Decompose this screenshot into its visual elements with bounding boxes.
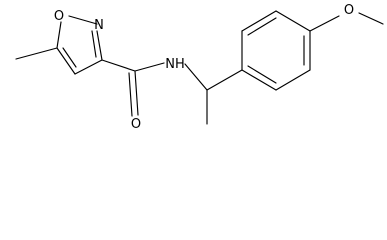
bond-ch-aryl — [206, 69, 243, 91]
bond-ring-n-c3-inner — [91, 30, 97, 58]
structure-diagram: O N NH O O — [15, 3, 384, 132]
bond-ar-c2-c3 — [241, 10, 277, 32]
bond-n-ch — [184, 63, 208, 91]
bond-carbonyl-o-double — [128, 72, 133, 117]
bond-c3-carbonyl — [101, 59, 136, 72]
bond-ar-c6-c1 — [241, 69, 277, 91]
amide-nh-label: NH — [165, 57, 185, 72]
bond-ring-c5-o — [56, 21, 62, 49]
molecule-svg: O N NH O O — [15, 3, 384, 132]
bond-ring-c4-c5 — [56, 47, 76, 75]
bond-ring-c3-c4 — [74, 59, 103, 75]
methoxy-oxygen-label: O — [344, 3, 354, 18]
bond-carbonyl-n — [134, 62, 165, 72]
ring-oxygen-label: O — [54, 9, 64, 24]
bond-ring-o-n — [68, 15, 98, 25]
ring-nitrogen-label: N — [94, 18, 104, 33]
bond-methoxy-o-ch3 — [358, 12, 384, 25]
bond-ring-n-c3 — [96, 30, 103, 61]
bond-ar-c3-c4 — [275, 10, 311, 32]
bond-ar-c5-c6 — [275, 69, 311, 91]
bond-c5-methyl — [15, 47, 58, 60]
bond-ar-methoxy-o — [309, 15, 340, 32]
bond-carbonyl-o — [134, 70, 139, 116]
bond-ar-inner-1 — [247, 17, 277, 36]
carbonyl-oxygen-label: O — [131, 117, 141, 132]
bond-ar-inner-3 — [247, 65, 277, 84]
bond-ring-c4-c5-inner — [62, 47, 77, 68]
